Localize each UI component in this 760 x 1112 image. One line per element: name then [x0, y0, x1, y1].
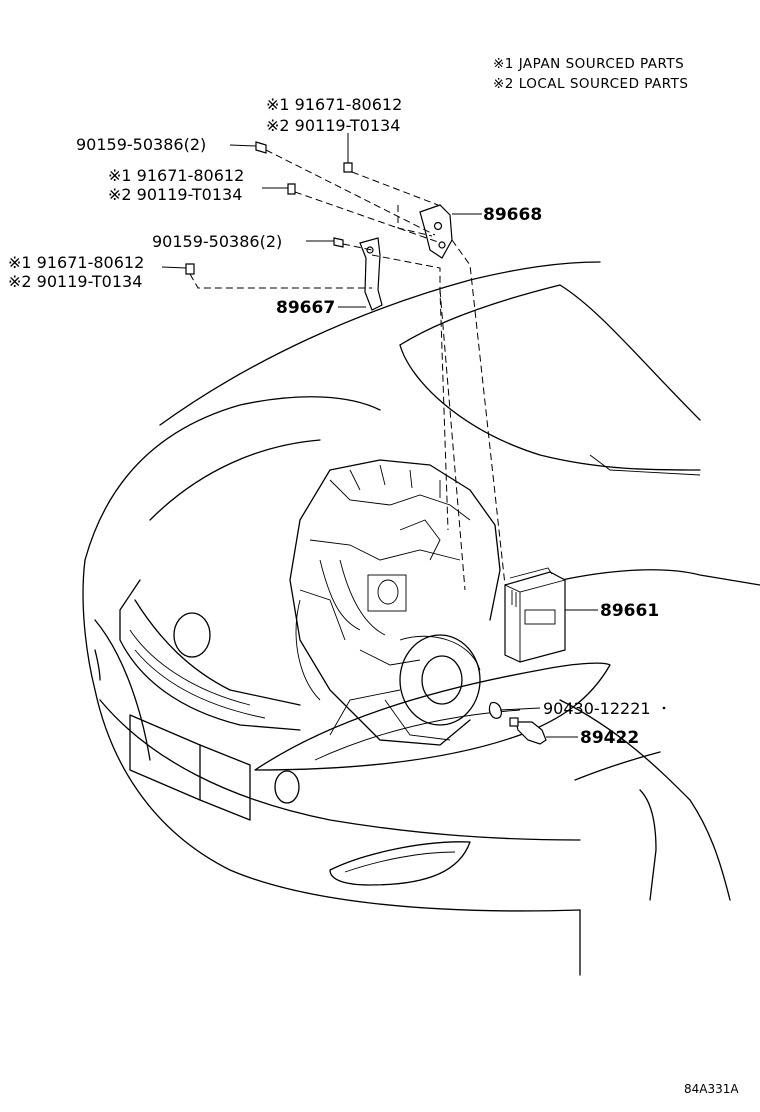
fog-lamp-left — [274, 770, 300, 804]
cowl-line — [539, 569, 760, 586]
label-c1: ※1 91671-80612 — [108, 166, 244, 185]
clamp-90430 — [488, 701, 503, 719]
dash-90159-upper — [265, 149, 436, 236]
leader-91671-lower — [161, 266, 187, 269]
engine-bracket — [299, 589, 346, 641]
label-a2: ※2 90119-T0134 — [266, 116, 400, 135]
ecu-pins — [511, 590, 517, 607]
intake-manifold — [309, 539, 461, 561]
engine-detail-1 — [399, 519, 441, 561]
leader-lines — [161, 133, 666, 738]
dash-90159-lower — [342, 243, 373, 251]
bolt-90159-lower — [333, 237, 344, 248]
ecu-label-plate — [524, 609, 556, 625]
hood-inner-edge — [399, 284, 561, 346]
grille-slat-2 — [134, 649, 266, 719]
bracket-89667 — [359, 237, 383, 311]
sensor-89422-connector — [509, 717, 519, 727]
label-89661: 89661 — [600, 601, 659, 621]
fender-right-top — [574, 751, 661, 781]
headlight-detail — [329, 689, 401, 736]
wheel-arch-right — [639, 789, 657, 901]
grille-slat-1 — [129, 629, 251, 706]
label-a1: ※1 91671-80612 — [266, 95, 402, 114]
engine-left-outline — [289, 519, 471, 746]
bracket-89668-body — [419, 204, 453, 259]
ecu-connector — [509, 567, 553, 579]
diagram-code: 84A331A — [684, 1082, 739, 1096]
bolt-90159-upper — [255, 141, 267, 154]
sensor-89422 — [515, 721, 547, 745]
emblem — [173, 612, 211, 658]
dash-89667-to-ecu — [371, 254, 449, 531]
bracket-89668-hole-2 — [438, 241, 446, 249]
fog-lamp-right — [329, 841, 471, 886]
transaxle-edge — [399, 635, 481, 671]
dash-91671-lower — [189, 273, 372, 289]
hood-lower-edge — [399, 344, 701, 471]
label-90430: 90430-12221 — [543, 699, 651, 718]
bolt-91671-upper — [343, 162, 353, 173]
bolt-91671-middle — [287, 183, 296, 195]
bumper-lower-line — [99, 699, 581, 841]
label-b1: 90159-50386(2) — [76, 135, 206, 154]
label-89668: 89668 — [483, 205, 542, 225]
bracket-89668-hole — [433, 221, 443, 231]
label-e2: ※2 90119-T0134 — [8, 272, 142, 291]
ecu-edge — [504, 579, 566, 662]
label-89667: 89667 — [276, 298, 335, 318]
transaxle-hub — [421, 655, 463, 705]
throttle-body — [367, 574, 407, 612]
plate-right — [199, 744, 251, 821]
intake-runner-2 — [339, 559, 386, 636]
cylinder-head — [329, 479, 471, 521]
label-d1: 90159-50386(2) — [152, 232, 282, 251]
hood-right-edge — [559, 284, 701, 421]
cam-cover-ribs — [349, 464, 441, 498]
hood-crease — [589, 454, 701, 476]
fender-inner — [149, 439, 321, 521]
bracket-89668 — [419, 204, 453, 259]
dash-bracket-89668 — [397, 205, 433, 237]
bolt-91671-lower — [185, 263, 195, 275]
fasteners — [185, 141, 547, 745]
leader-90430 — [499, 707, 541, 711]
grille-top — [134, 599, 301, 706]
grille-outline — [119, 579, 301, 731]
engine-hose — [295, 599, 321, 701]
dash-89668-to-ecu — [451, 239, 506, 586]
dash-89667-down — [439, 289, 466, 591]
label-89422: 89422 — [580, 728, 639, 748]
windshield-edge — [559, 699, 731, 901]
hood-edge — [159, 261, 601, 426]
ecu-body — [504, 571, 566, 663]
engine-top-outline — [299, 459, 501, 621]
car-outline — [82, 261, 760, 976]
fog-lamp-right-inner — [344, 851, 456, 873]
engine-detail-2 — [359, 649, 421, 666]
bumper-corner-left — [94, 619, 151, 761]
bumper-side-notch — [94, 649, 101, 681]
leader-90159-upper — [229, 144, 257, 147]
label-c2: ※2 90119-T0134 — [108, 185, 242, 204]
dash-91671-upper — [351, 171, 439, 206]
headlight-outline — [254, 662, 611, 771]
transaxle-detail — [384, 699, 451, 741]
engine-assembly — [289, 459, 501, 746]
ecu-assembly — [504, 567, 566, 663]
fender-top — [84, 396, 381, 561]
dash-91671-middle — [294, 191, 439, 243]
intake-runner-1 — [319, 559, 361, 631]
transaxle-housing — [399, 634, 481, 726]
bumper-outline — [82, 559, 581, 912]
note-japan-sourced: ※1 JAPAN SOURCED PARTS — [493, 56, 684, 72]
label-e1: ※1 91671-80612 — [8, 253, 144, 272]
note-local-sourced: ※2 LOCAL SOURCED PARTS — [493, 76, 689, 92]
part-labels: ※1 91671-80612 ※2 90119-T0134 90159-5038… — [8, 95, 659, 748]
leader-90430-dot — [662, 706, 666, 710]
throttle-bore — [377, 579, 399, 605]
assembly-lines — [189, 149, 506, 591]
